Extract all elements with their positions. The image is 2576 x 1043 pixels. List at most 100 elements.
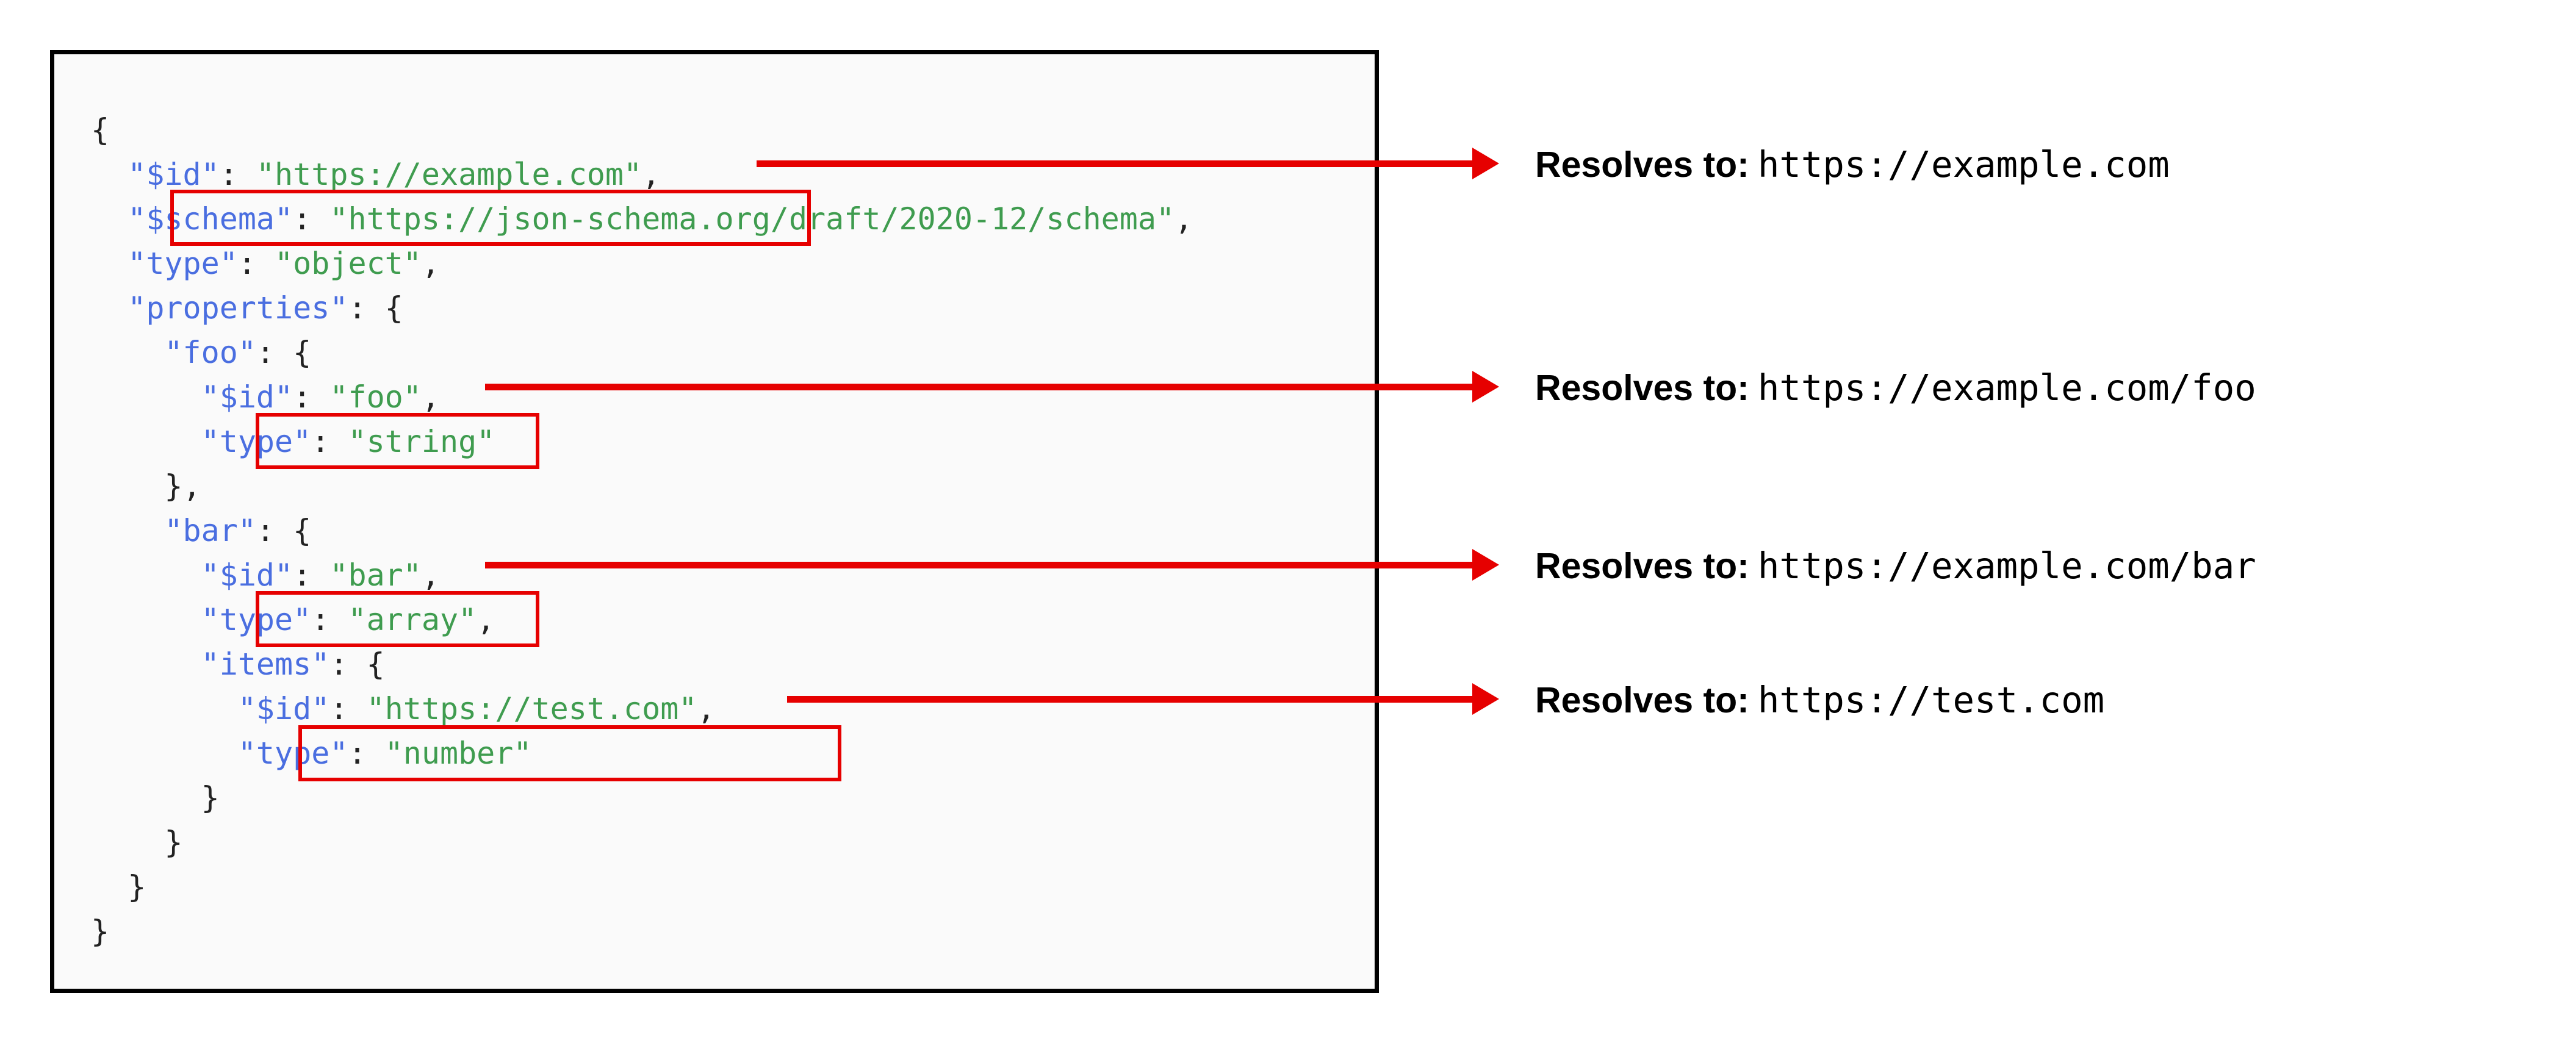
code-token-punct: : <box>293 557 330 593</box>
arrow-head-icon <box>1472 683 1499 715</box>
code-token-punct: } <box>128 869 146 905</box>
code-token-key: "$id" <box>128 157 220 192</box>
annotation-items: Resolves to:https://test.com <box>1535 682 2104 719</box>
code-token-key: "bar" <box>164 513 256 548</box>
code-token-punct: , <box>421 379 440 415</box>
code-token-str: "object" <box>275 246 422 281</box>
code-token-str: "string" <box>348 424 495 459</box>
code-token-punct: : <box>311 602 348 637</box>
code-indent <box>91 201 128 237</box>
code-token-punct: , <box>421 246 440 281</box>
annotation-bar: Resolves to:https://example.com/bar <box>1535 548 2256 584</box>
code-token-str: "https://example.com" <box>256 157 642 192</box>
json-schema-code-panel: { "$id": "https://example.com", "$schema… <box>50 50 1379 993</box>
code-line: { <box>91 108 1193 152</box>
code-line: "$id": "https://test.com", <box>91 687 1193 731</box>
code-token-str: "https://test.com" <box>366 691 697 726</box>
resolved-url-value: https://test.com <box>1757 679 2105 721</box>
code-token-punct: } <box>91 914 110 949</box>
code-line: "type": "number" <box>91 731 1193 776</box>
code-line: } <box>91 776 1193 820</box>
code-token-punct: : <box>311 424 348 459</box>
code-token-key: "type" <box>128 246 238 281</box>
annotation-foo: Resolves to:https://example.com/foo <box>1535 370 2256 406</box>
code-token-punct: : <box>237 246 275 281</box>
code-line: "$id": "https://example.com", <box>91 152 1193 197</box>
code-line: "items": { <box>91 642 1193 687</box>
code-line: "type": "string" <box>91 420 1193 464</box>
code-line: "$id": "bar", <box>91 553 1193 598</box>
arrow-head-icon <box>1472 148 1499 179</box>
code-token-punct: : <box>348 736 385 771</box>
code-token-punct: : { <box>348 290 403 326</box>
code-token-punct: : <box>329 691 367 726</box>
code-token-key: "$id" <box>201 379 293 415</box>
code-line: "$id": "foo", <box>91 375 1193 420</box>
code-token-str: "array" <box>348 602 477 637</box>
code-token-key: "properties" <box>128 290 348 326</box>
code-line: } <box>91 909 1193 954</box>
code-line: "$schema": "https://json-schema.org/draf… <box>91 197 1193 242</box>
code-token-key: "items" <box>201 647 330 682</box>
code-token-punct: : <box>293 201 330 237</box>
code-indent <box>91 468 164 504</box>
arrow-head-icon <box>1472 549 1499 581</box>
resolves-to-label: Resolves to: <box>1535 145 1749 185</box>
code-indent <box>91 290 128 326</box>
arrow-head-icon <box>1472 371 1499 403</box>
code-token-punct: , <box>642 157 661 192</box>
code-token-key: "type" <box>201 602 312 637</box>
code-token-punct: : { <box>256 513 312 548</box>
code-line: }, <box>91 464 1193 509</box>
resolved-url-value: https://example.com <box>1757 143 2170 185</box>
code-token-key: "type" <box>237 736 348 771</box>
code-line: "properties": { <box>91 286 1193 331</box>
code-indent <box>91 424 201 459</box>
code-line: "type": "array", <box>91 598 1193 642</box>
code-token-punct: { <box>91 112 110 148</box>
resolves-to-label: Resolves to: <box>1535 680 1749 720</box>
code-indent <box>91 780 201 815</box>
code-token-str: "foo" <box>329 379 422 415</box>
code-token-key: "type" <box>201 424 312 459</box>
code-token-punct: , <box>477 602 495 637</box>
code-token-punct: : { <box>329 647 385 682</box>
code-token-key: "$schema" <box>128 201 293 237</box>
code-indent <box>91 246 128 281</box>
code-token-punct: }, <box>164 468 201 504</box>
code-token-str: "bar" <box>329 557 422 593</box>
resolves-to-label: Resolves to: <box>1535 368 1749 408</box>
code-indent <box>91 736 238 771</box>
code-indent <box>91 557 201 593</box>
code-token-punct: , <box>1175 201 1193 237</box>
code-indent <box>91 157 128 192</box>
code-token-key: "foo" <box>164 335 256 370</box>
code-token-key: "$id" <box>237 691 330 726</box>
code-token-punct: } <box>201 780 220 815</box>
annotation-root: Resolves to:https://example.com <box>1535 146 2170 183</box>
code-token-punct: } <box>164 825 183 860</box>
code-line: "type": "object", <box>91 242 1193 286</box>
resolved-url-value: https://example.com/foo <box>1757 367 2256 409</box>
code-token-str: "number" <box>384 736 532 771</box>
code-indent <box>91 647 201 682</box>
code-token-punct: : <box>293 379 330 415</box>
code-token-punct: , <box>697 691 716 726</box>
resolves-to-label: Resolves to: <box>1535 546 1749 586</box>
code-token-punct: : <box>219 157 256 192</box>
code-indent <box>91 379 201 415</box>
code-indent <box>91 869 128 905</box>
code-indent <box>91 602 201 637</box>
code-indent <box>91 691 238 726</box>
code-listing: { "$id": "https://example.com", "$schema… <box>91 108 1193 954</box>
code-indent <box>91 825 164 860</box>
code-indent <box>91 335 164 370</box>
code-token-punct: , <box>421 557 440 593</box>
code-indent <box>91 513 164 548</box>
code-token-key: "$id" <box>201 557 293 593</box>
code-line: "bar": { <box>91 509 1193 553</box>
code-token-punct: : { <box>256 335 312 370</box>
code-line: "foo": { <box>91 331 1193 375</box>
code-token-str: "https://json-schema.org/draft/2020-12/s… <box>329 201 1175 237</box>
resolved-url-value: https://example.com/bar <box>1757 545 2256 587</box>
